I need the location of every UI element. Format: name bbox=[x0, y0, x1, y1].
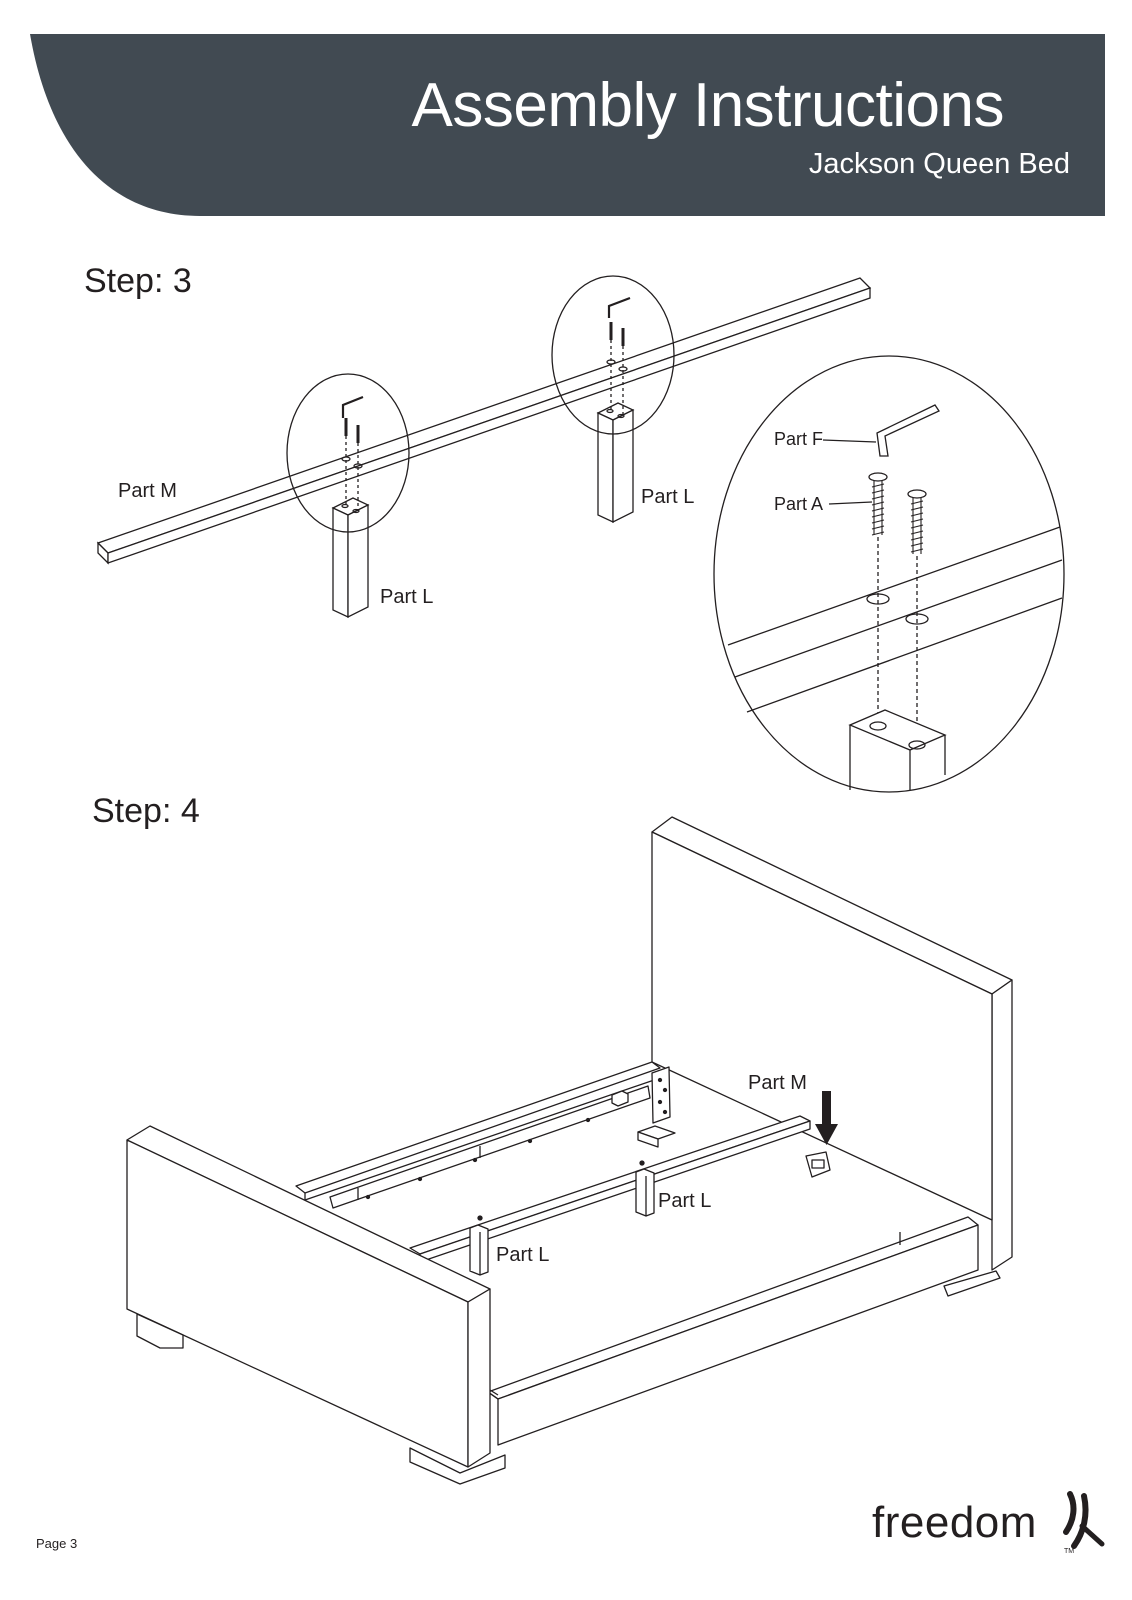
near-side-rail bbox=[487, 1216, 979, 1446]
footboard bbox=[126, 1125, 499, 1468]
detail-part-f-label: Part F bbox=[774, 429, 824, 449]
step3-part-l-left-label: Part L bbox=[380, 586, 434, 608]
step4-part-m-label: Part M bbox=[748, 1072, 807, 1094]
step3-part-l-right-label: Part L bbox=[641, 486, 695, 508]
header-band bbox=[30, 34, 1105, 216]
detail-callout bbox=[713, 355, 1065, 793]
freedom-logo: freedom TM bbox=[872, 1491, 1105, 1555]
beam-part-m bbox=[96, 277, 872, 565]
step-3-label: Step: 3 bbox=[84, 262, 192, 300]
product-subtitle: Jackson Queen Bed bbox=[808, 148, 1070, 180]
step4-part-l-left-label: Part L bbox=[496, 1244, 550, 1266]
detail-part-a-label: Part A bbox=[774, 494, 824, 514]
far-side-rail bbox=[295, 1061, 661, 1201]
logo-trademark: TM bbox=[1064, 1548, 1075, 1555]
headboard bbox=[651, 816, 1013, 1271]
step4-part-l-right-label: Part L bbox=[658, 1190, 712, 1212]
leg-left-part-l bbox=[331, 497, 370, 619]
slat-rail bbox=[329, 1085, 651, 1209]
logo-swoosh-icon bbox=[1063, 1491, 1105, 1549]
step-4-label: Step: 4 bbox=[92, 792, 200, 830]
page-title: Assembly Instructions bbox=[411, 71, 1005, 140]
page-number: Page 3 bbox=[36, 1536, 78, 1551]
leg-right-part-l bbox=[596, 402, 635, 524]
step3-part-m-label: Part M bbox=[118, 480, 177, 502]
logo-wordmark: freedom bbox=[872, 1498, 1037, 1547]
